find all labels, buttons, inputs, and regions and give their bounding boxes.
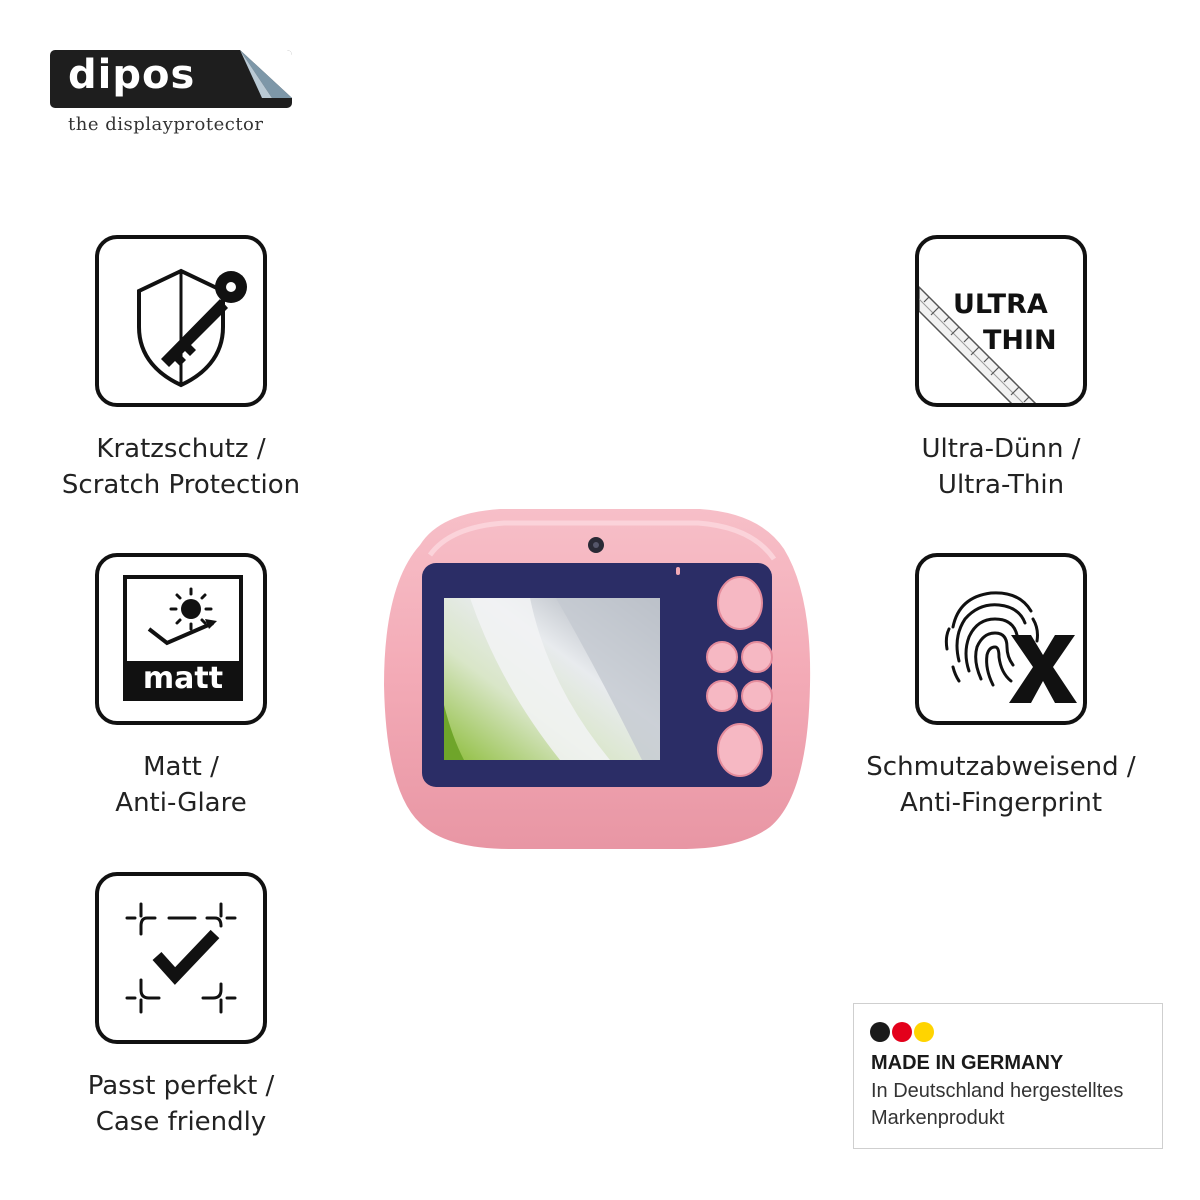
brand-tagline: the displayprotector (68, 114, 264, 135)
feature-case-friendly: Passt perfekt / Case friendly (21, 872, 341, 1140)
matt-icon-box: matt (95, 553, 267, 725)
fingerprint-caption-de: Schmutzabweisend / (866, 752, 1136, 782)
pink-kids-camera-image (384, 509, 811, 849)
matt-sun-icon (123, 575, 243, 701)
thin-caption: Ultra-Dünn / Ultra-Thin (841, 431, 1161, 503)
fit-icon-box (95, 872, 267, 1044)
thin-caption-de: Ultra-Dünn / (921, 434, 1081, 464)
flag-dot-red (892, 1022, 912, 1042)
matt-caption-en: Anti-Glare (115, 788, 247, 818)
fingerprint-caption: Schmutzabweisend / Anti-Fingerprint (841, 749, 1161, 821)
matt-badge: matt (125, 661, 241, 699)
ultra-badge-line1: ULTRA (953, 289, 1048, 320)
matt-caption-de: Matt / (143, 752, 219, 782)
thin-caption-en: Ultra-Thin (937, 470, 1065, 500)
feature-matt: matt Matt / Anti-Glare (21, 553, 341, 821)
logo-badge: dipos (50, 50, 292, 108)
made-in-germany-badge: MADE IN GERMANY In Deutschland hergestel… (853, 1003, 1163, 1149)
fit-caption: Passt perfekt / Case friendly (21, 1068, 341, 1140)
made-in-germany-line2: Markenprodukt (871, 1107, 1005, 1129)
fingerprint-icon-box (915, 553, 1087, 725)
fit-caption-de: Passt perfekt / (87, 1071, 275, 1101)
logo-corner-icon (240, 50, 292, 98)
made-in-germany-line1: In Deutschland hergestelltes (871, 1080, 1124, 1102)
ultra-thin-ruler-icon (919, 285, 1045, 403)
brand-name: dipos (68, 52, 196, 98)
made-in-germany-title: MADE IN GERMANY (871, 1052, 1064, 1074)
scratch-caption: Kratzschutz / Scratch Protection (21, 431, 341, 503)
feature-scratch-protection: Kratzschutz / Scratch Protection (21, 235, 341, 503)
ultra-badge-line2: THIN (983, 325, 1057, 356)
scratch-caption-de: Kratzschutz / (96, 434, 266, 464)
feature-anti-fingerprint: Schmutzabweisend / Anti-Fingerprint (841, 553, 1161, 821)
thin-icon-box: ULTRA THIN (915, 235, 1087, 407)
flag-dot-black (870, 1022, 890, 1042)
fingerprint-caption-en: Anti-Fingerprint (899, 788, 1103, 818)
flag-dot-gold (914, 1022, 934, 1042)
scratch-icon-box (95, 235, 267, 407)
checkmark-frame-icon (125, 902, 237, 1014)
fingerprint-x-icon (944, 591, 1077, 703)
german-flag-dots (870, 1022, 936, 1046)
shield-key-icon (137, 268, 247, 388)
fit-caption-en: Case friendly (95, 1107, 267, 1137)
feature-ultra-thin: ULTRA THIN Ultra-Dünn / Ultra-Thin (841, 235, 1161, 503)
scratch-caption-en: Scratch Protection (61, 470, 301, 500)
dipos-logo: dipos the displayprotector (50, 50, 295, 135)
matt-caption: Matt / Anti-Glare (21, 749, 341, 821)
